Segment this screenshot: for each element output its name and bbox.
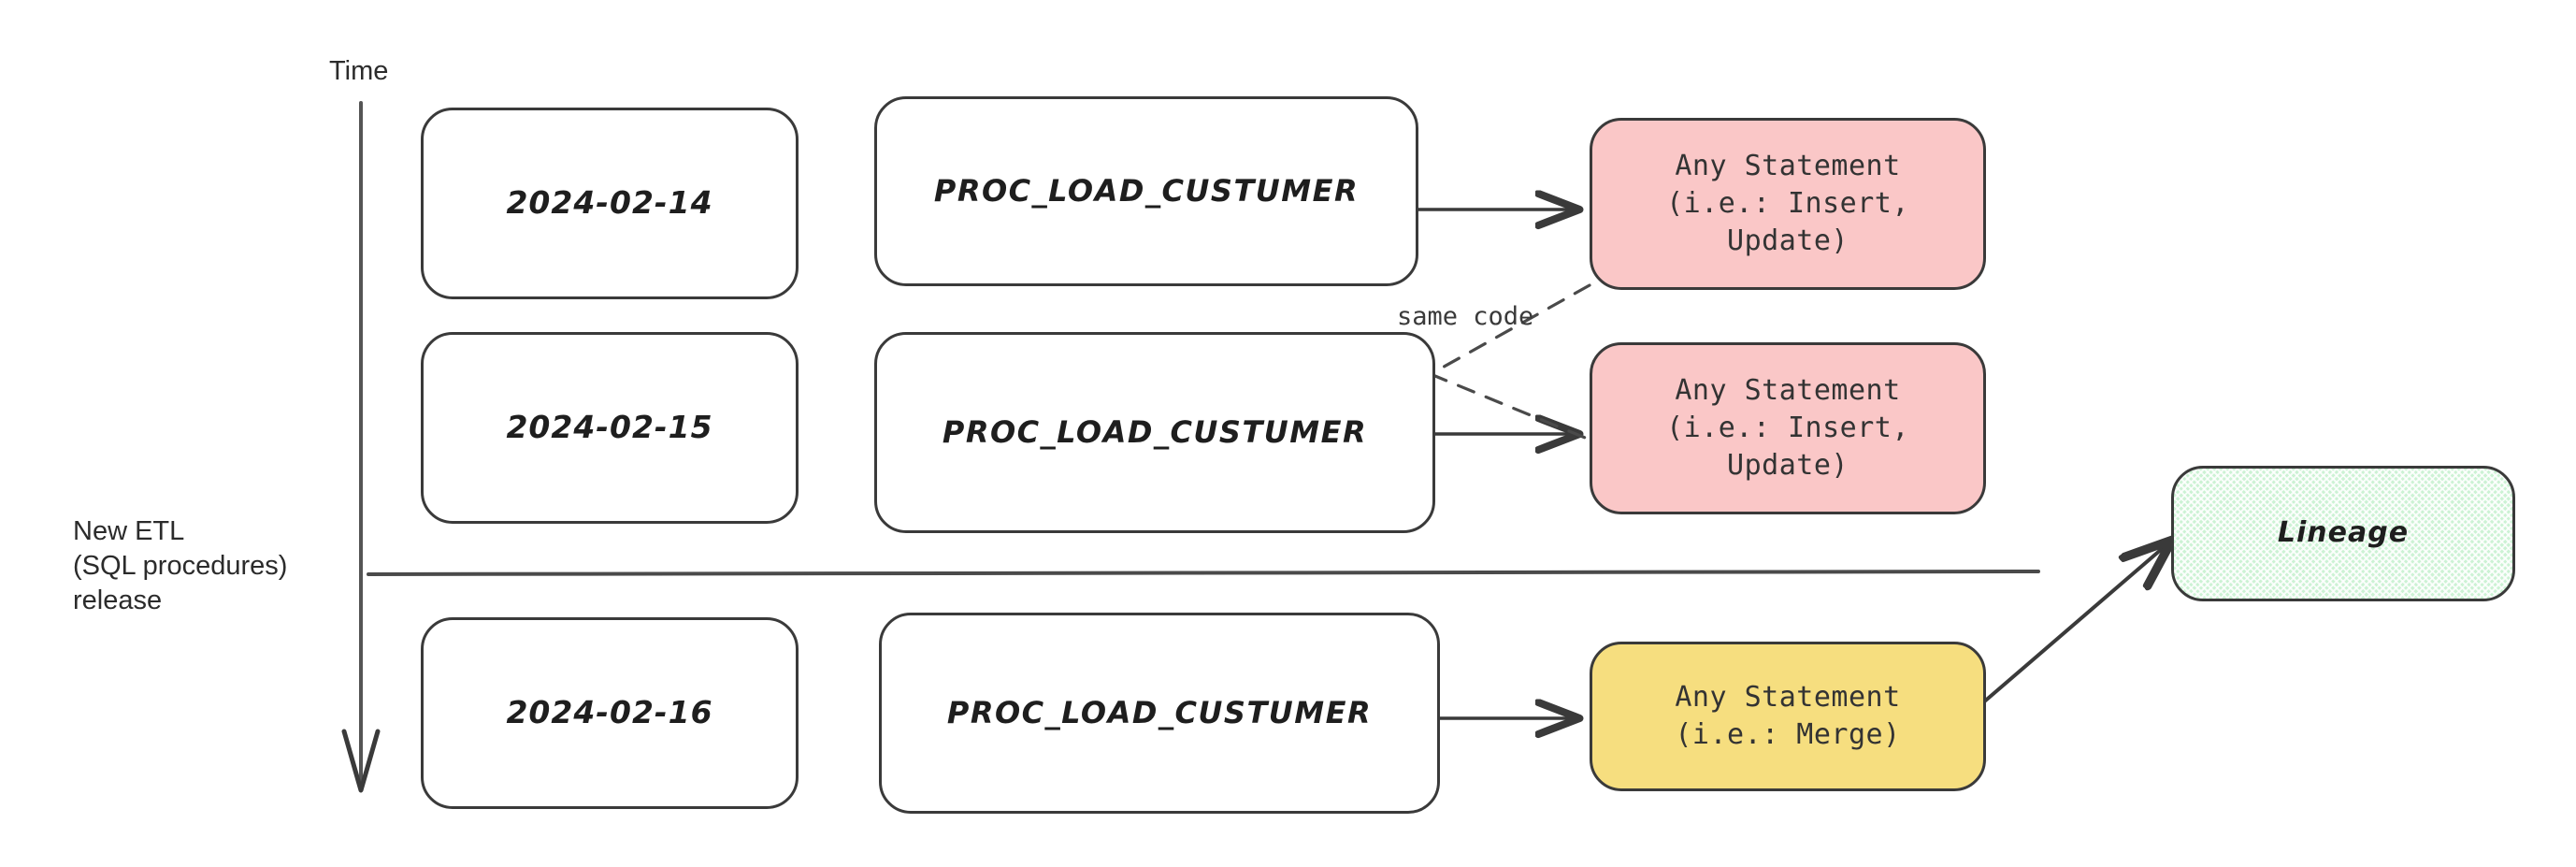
date-box-row3[interactable]: 2024-02-16	[421, 617, 799, 809]
release-separator-line	[367, 570, 2040, 576]
date-box-row2[interactable]: 2024-02-15	[421, 332, 799, 524]
procedure-box-row1[interactable]: PROC_LOAD_CUSTUMER	[874, 96, 1418, 286]
edge-merge-to-lineage	[1980, 542, 2169, 705]
procedure-box-row2[interactable]: PROC_LOAD_CUSTUMER	[874, 332, 1435, 533]
lineage-box[interactable]: Lineage	[2171, 466, 2515, 601]
time-axis-label: Time	[329, 56, 389, 86]
time-axis-arrow	[341, 101, 381, 793]
statement-box-row3[interactable]: Any Statement (i.e.: Merge)	[1590, 642, 1986, 791]
date-box-row1[interactable]: 2024-02-14	[421, 108, 799, 299]
statement-box-row2[interactable]: Any Statement (i.e.: Insert, Update)	[1590, 342, 1986, 514]
statement-box-row1[interactable]: Any Statement (i.e.: Insert, Update)	[1590, 118, 1986, 290]
release-marker-label: New ETL (SQL procedures) release	[73, 516, 288, 615]
procedure-box-row3[interactable]: PROC_LOAD_CUSTUMER	[879, 613, 1440, 814]
same-code-edge-label: same code	[1397, 302, 1534, 331]
